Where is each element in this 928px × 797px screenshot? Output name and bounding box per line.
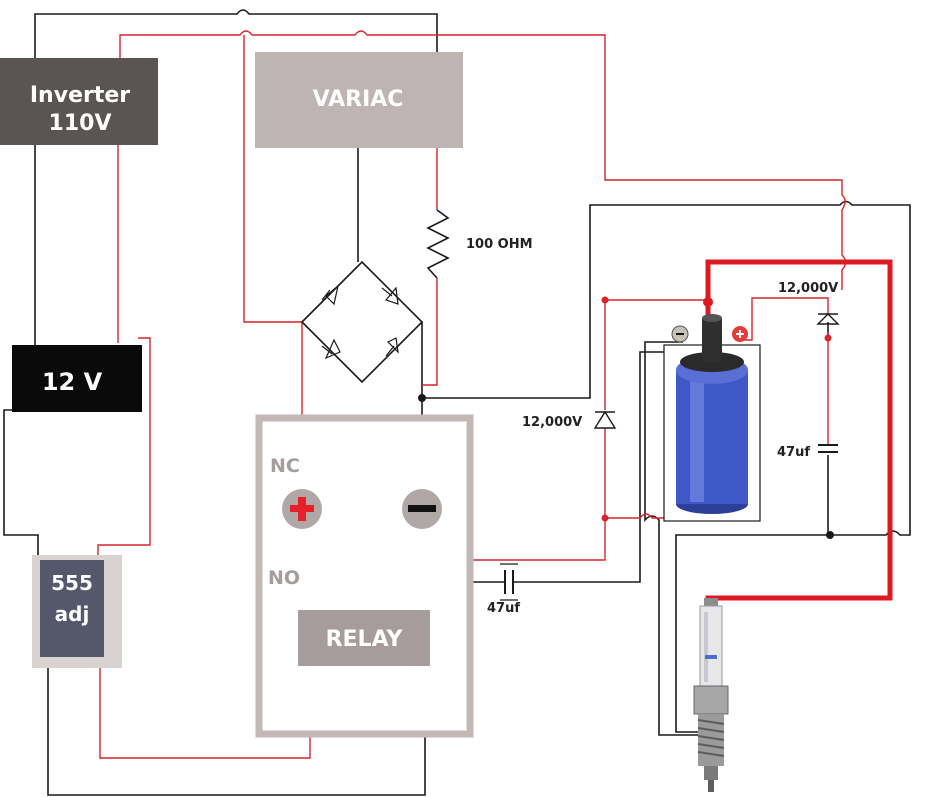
diode-left: 12,000V <box>522 410 617 430</box>
resistor-label: 100 OHM <box>466 237 533 252</box>
bridge-rectifier-icon <box>300 260 424 384</box>
relay-no-label: NO <box>268 567 300 589</box>
capacitor-right-label: 47uf <box>777 445 810 460</box>
relay-nc-label: NC <box>270 455 300 477</box>
relay-module: RELAY NC NO <box>255 414 474 738</box>
diode-right-label: 12,000V <box>778 281 838 296</box>
ignition-coil-icon <box>663 314 761 522</box>
minus-terminal-icon <box>402 489 442 529</box>
capacitor-right: 47uf <box>777 444 838 460</box>
spark-plug-icon <box>693 598 729 792</box>
timer-label-line1: 555 <box>51 571 93 595</box>
inverter-label-line2: 110V <box>49 111 112 136</box>
timer-555-box: 555 adj <box>32 555 122 668</box>
variac-box: VARIAC <box>255 52 463 148</box>
variac-label: VARIAC <box>313 87 404 112</box>
capacitor-bottom-label: 47uf <box>487 601 520 616</box>
resistor-100-ohm: 100 OHM <box>426 209 533 279</box>
inverter-box: Inverter 110V <box>0 58 158 145</box>
diode-right: 12,000V <box>778 281 840 325</box>
junction-dots <box>418 296 834 539</box>
battery-box: 12 V <box>12 345 142 412</box>
capacitor-bottom: 47uf <box>487 563 520 616</box>
diode-left-label: 12,000V <box>522 415 582 430</box>
battery-label: 12 V <box>42 368 103 396</box>
plus-terminal-icon <box>282 489 322 529</box>
inverter-label-line1: Inverter <box>30 83 130 108</box>
timer-label-line2: adj <box>55 602 90 626</box>
relay-label: RELAY <box>326 627 404 652</box>
